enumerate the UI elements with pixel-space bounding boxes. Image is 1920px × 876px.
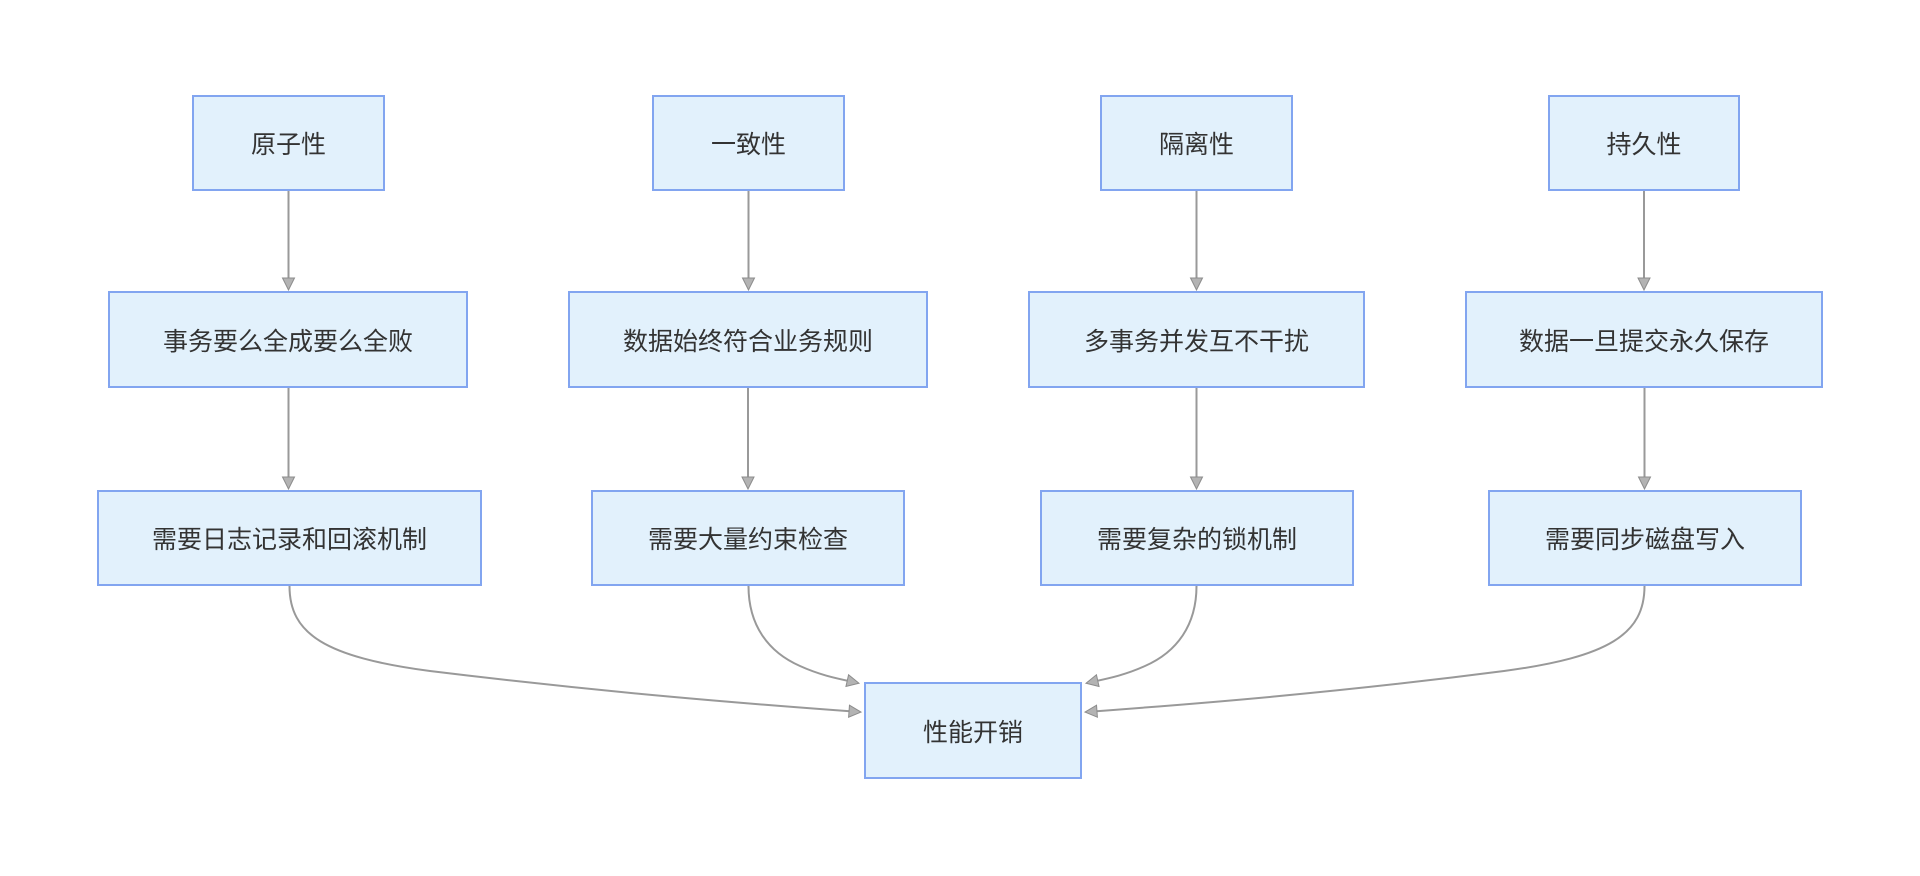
edge-consistency_cost-to-performance xyxy=(747,585,859,683)
node-atomicity-description: 事务要么全成要么全败 xyxy=(108,291,468,388)
edge-durability_cost-to-performance xyxy=(1086,585,1646,712)
edge-atomicity_cost-to-performance xyxy=(288,585,861,712)
node-atomicity-cost: 需要日志记录和回滚机制 xyxy=(97,490,482,586)
node-consistency-description: 数据始终符合业务规则 xyxy=(568,291,928,388)
node-performance-overhead: 性能开销 xyxy=(864,682,1082,779)
node-isolation-description: 多事务并发互不干扰 xyxy=(1028,291,1365,388)
node-isolation-cost: 需要复杂的锁机制 xyxy=(1040,490,1354,586)
edge-isolation_cost-to-performance xyxy=(1087,585,1198,683)
node-consistency: 一致性 xyxy=(652,95,845,191)
node-durability-description: 数据一旦提交永久保存 xyxy=(1465,291,1823,388)
node-durability: 持久性 xyxy=(1548,95,1740,191)
node-durability-cost: 需要同步磁盘写入 xyxy=(1488,490,1802,586)
node-isolation: 隔离性 xyxy=(1100,95,1293,191)
node-atomicity: 原子性 xyxy=(192,95,385,191)
node-consistency-cost: 需要大量约束检查 xyxy=(591,490,905,586)
